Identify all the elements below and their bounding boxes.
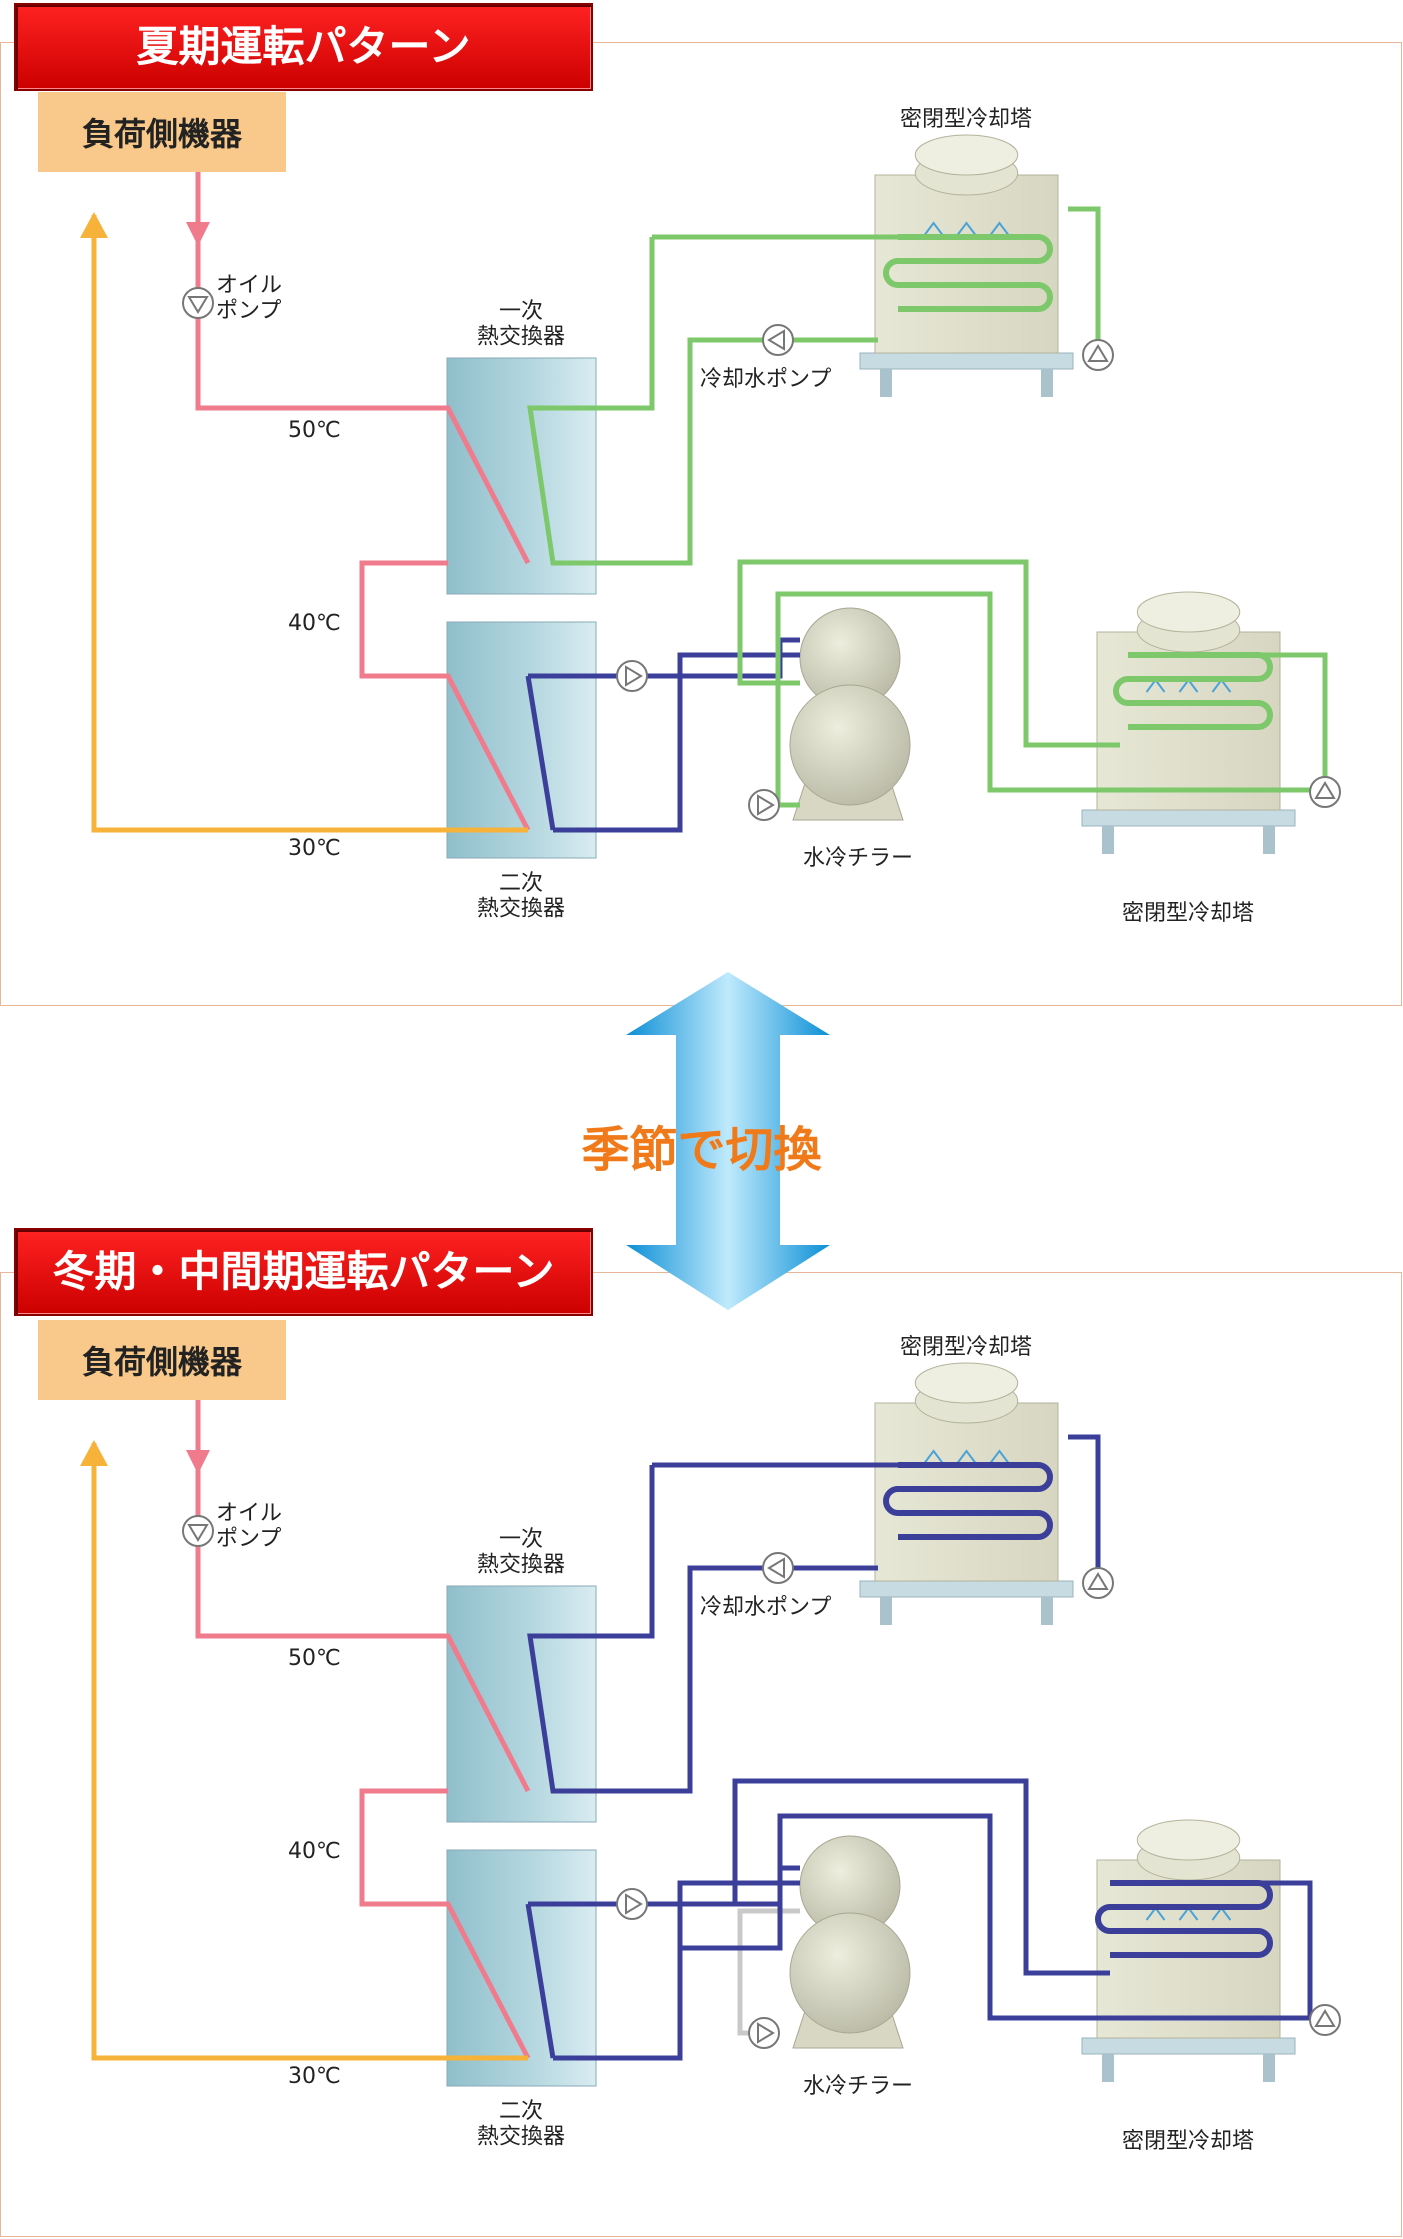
tower-top-label: 密閉型冷却塔 — [900, 107, 1032, 132]
return-arrow-head — [80, 212, 108, 238]
summer-diagram: 負荷側機器オイルポンプ一次熱交換器二次熱交換器50℃40℃30℃密閉型冷却塔冷却… — [38, 92, 1341, 926]
cooling-water-pump-label: 冷却水ポンプ — [700, 1595, 831, 1620]
cooling-water-pump-icon — [762, 1552, 794, 1584]
oil-pump-label-line-1: オイル — [216, 1501, 282, 1526]
winter-bypass-pipe-1 — [680, 1778, 1110, 1976]
tower-top-pump-icon — [1082, 339, 1114, 371]
chilled-water-pump-icon — [616, 660, 648, 692]
chilled-water-pump-icon — [616, 1888, 648, 1920]
secondary-hx-label-line-1: 二次 — [499, 2099, 543, 2124]
tower-bottom-pump-icon — [1309, 2004, 1341, 2036]
tower-bottom-coil — [1113, 652, 1273, 730]
summer-title: 夏期運転パターン — [14, 3, 593, 91]
tower-top-coil — [883, 234, 1053, 312]
tower-top-return-pipe — [1068, 206, 1101, 355]
primary-heat-exchanger — [446, 357, 597, 595]
switch-label: 季節で切換 — [581, 1122, 822, 1178]
return-oil-pipe — [91, 215, 528, 833]
secondary-hx-coil-link — [525, 1903, 556, 2059]
chiller-label: 水冷チラー — [803, 846, 913, 871]
load-equipment-box — [38, 92, 286, 172]
tower-bottom-label: 密閉型冷却塔 — [1122, 901, 1254, 926]
intermediate-oil-pipe — [359, 1788, 531, 2060]
intermediate-oil-pipe — [359, 560, 531, 832]
cooling-tower-bottom — [1081, 1819, 1296, 2082]
tower-bottom-pump-icon — [1309, 776, 1341, 808]
secondary-hx-label-line-2: 熱交換器 — [477, 896, 565, 921]
oil-pump-icon — [182, 1515, 214, 1547]
temp-30-label: 30℃ — [288, 2064, 341, 2089]
secondary-hx-label-line-1: 二次 — [499, 871, 543, 896]
primary-cooling-pipe — [527, 1465, 878, 1794]
temp-50-label: 50℃ — [288, 418, 341, 443]
condenser-pump-icon — [748, 789, 780, 821]
temp-40-label: 40℃ — [288, 611, 341, 636]
secondary-hx-coil-link — [525, 675, 556, 831]
winter-panel — [0, 1272, 1402, 2237]
water-cooled-chiller — [789, 1835, 911, 2049]
winter-bypass-pipe-2 — [680, 1813, 1313, 2021]
condenser-pipe-2 — [775, 591, 1328, 808]
supply-arrow-head — [186, 222, 210, 246]
primary-hx-label-line-1: 一次 — [499, 1527, 543, 1552]
temp-40-label: 40℃ — [288, 1839, 341, 1864]
water-cooled-chiller — [789, 607, 911, 821]
temp-50-label: 50℃ — [288, 1646, 341, 1671]
oil-pump-label-line-2: ポンプ — [216, 298, 281, 323]
primary-heat-exchanger — [446, 1585, 597, 1823]
tower-top-return-pipe — [1068, 1434, 1101, 1583]
oil-pump-icon — [182, 287, 214, 319]
winter-diagram: 負荷側機器オイルポンプ一次熱交換器二次熱交換器50℃40℃30℃密閉型冷却塔冷却… — [38, 1320, 1341, 2154]
primary-hx-label-line-2: 熱交換器 — [477, 324, 565, 349]
primary-hx-label-line-2: 熱交換器 — [477, 1552, 565, 1577]
winter-title: 冬期・中間期運転パターン — [14, 1228, 593, 1316]
oil-pump-label-line-2: ポンプ — [216, 1526, 281, 1551]
cooling-water-pump-icon — [762, 324, 794, 356]
temp-30-label: 30℃ — [288, 836, 341, 861]
load-equipment-label: 負荷側機器 — [82, 1343, 243, 1381]
tower-top-coil — [883, 1462, 1053, 1540]
season-switch-arrow — [626, 972, 830, 1310]
cooling-water-pump-label: 冷却水ポンプ — [700, 367, 831, 392]
condenser-pipe-1 — [737, 559, 1120, 748]
cooling-tower-bottom — [1081, 591, 1296, 854]
load-equipment-label: 負荷側機器 — [82, 115, 243, 153]
chilled-water-return — [553, 1880, 800, 2061]
chiller-label: 水冷チラー — [803, 2074, 913, 2099]
condenser-pump-icon — [748, 2017, 780, 2049]
supply-arrow-head — [186, 1450, 210, 1474]
tower-bottom-label: 密閉型冷却塔 — [1122, 2129, 1254, 2154]
tower-bottom-coil — [1095, 1880, 1273, 1958]
tower-top-label: 密閉型冷却塔 — [900, 1335, 1032, 1360]
primary-hx-label-line-1: 一次 — [499, 299, 543, 324]
primary-cooling-pipe — [527, 237, 878, 566]
load-equipment-box — [38, 1320, 286, 1400]
tower-top-pump-icon — [1082, 1567, 1114, 1599]
secondary-hx-label-line-2: 熱交換器 — [477, 2124, 565, 2149]
return-oil-pipe — [91, 1443, 528, 2061]
return-arrow-head — [80, 1440, 108, 1466]
oil-pump-label-line-1: オイル — [216, 273, 282, 298]
summer-panel — [0, 42, 1402, 1006]
